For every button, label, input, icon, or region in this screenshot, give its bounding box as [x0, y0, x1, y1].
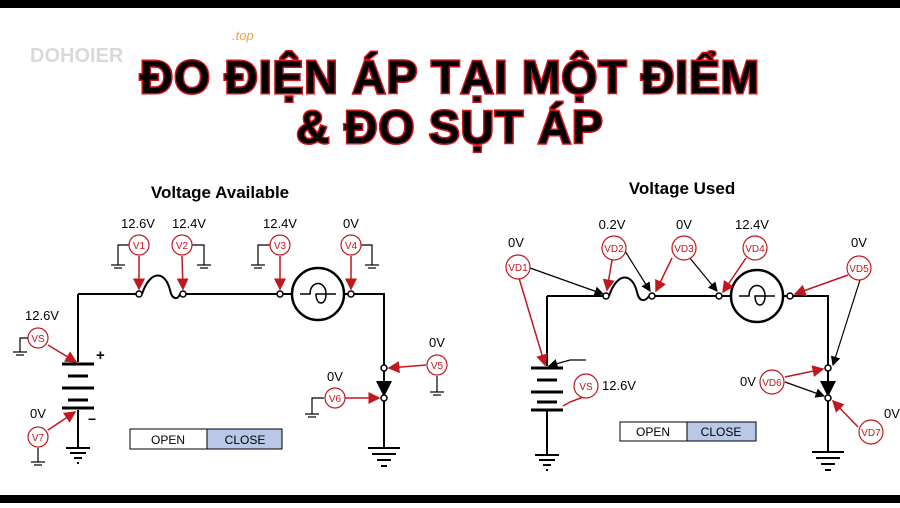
meter-vd1-value: 0V [508, 235, 524, 250]
left-close-button[interactable]: CLOSE [206, 428, 283, 450]
right-close-label: CLOSE [701, 425, 742, 439]
meter-v6[interactable]: V6 [324, 387, 346, 409]
meter-v7-value: 0V [30, 406, 46, 421]
left-terminals [135, 290, 388, 402]
meter-vd4-label: VD4 [745, 244, 765, 255]
meter-vs-right-value: 12.6V [602, 378, 636, 393]
left-ground-symbols [66, 447, 400, 467]
meter-vs-left-value: 12.6V [25, 308, 59, 323]
left-meter-probes [47, 255, 427, 431]
right-ground-symbols [535, 451, 844, 471]
left-heading: Voltage Available [151, 183, 289, 202]
meter-v2-value: 12.4V [172, 216, 206, 231]
watermark-suffix: .top [232, 28, 254, 43]
meter-v5-value: 0V [429, 335, 445, 350]
right-terminals [602, 292, 832, 402]
right-meter-black-leads [529, 250, 861, 398]
bottom-band [0, 495, 900, 503]
right-open-label: OPEN [636, 425, 670, 439]
right-close-button[interactable]: CLOSE [686, 421, 757, 442]
meter-v6-label: V6 [329, 394, 342, 405]
meter-vd6-value: 0V [740, 374, 756, 389]
battery-minus: − [88, 411, 96, 427]
meter-v2-label: V2 [176, 241, 189, 252]
meter-v7-label: V7 [32, 433, 45, 444]
left-wiring [77, 274, 392, 448]
meter-vd5[interactable]: VD5 [846, 255, 872, 281]
meter-v7[interactable]: V7 [27, 426, 49, 448]
meter-v5[interactable]: V5 [426, 354, 448, 376]
battery-plus: + [96, 347, 105, 364]
left-open-label: OPEN [151, 433, 185, 447]
meter-v4[interactable]: V4 [340, 234, 362, 256]
right-battery [531, 366, 563, 412]
meter-vd2-label: VD2 [604, 244, 624, 255]
meter-v6-value: 0V [327, 369, 343, 384]
meter-v5-label: V5 [431, 361, 444, 372]
meter-vd1-label: VD1 [508, 263, 528, 274]
meter-vd1[interactable]: VD1 [505, 254, 531, 280]
meter-v3[interactable]: V3 [269, 234, 291, 256]
title-line-1: ĐO ĐIỆN ÁP TẠI MỘT ĐIỂM [140, 51, 760, 103]
right-open-button[interactable]: OPEN [619, 421, 688, 442]
right-meter-red-leads [518, 257, 859, 428]
left-close-label: CLOSE [225, 433, 266, 447]
watermark: DOHOIER [30, 45, 124, 67]
meter-vd7-value: 0V [884, 406, 900, 421]
meter-vs-left[interactable]: VS [27, 327, 49, 349]
meter-vd5-label: VD5 [849, 264, 869, 275]
meter-v3-value: 12.4V [263, 216, 297, 231]
meter-vd5-value: 0V [851, 235, 867, 250]
meter-vd2-value: 0.2V [599, 217, 626, 232]
meter-vs-right-label: VS [579, 382, 593, 393]
meter-v3-label: V3 [274, 241, 287, 252]
meter-v1-label: V1 [133, 241, 146, 252]
meter-vd3-label: VD3 [674, 244, 694, 255]
meter-vd3[interactable]: VD3 [671, 235, 697, 261]
title-line-2: & ĐO SỤT ÁP [296, 101, 603, 153]
meter-vd7-label: VD7 [861, 428, 881, 439]
left-meter-grounds [13, 244, 444, 466]
meter-vd6[interactable]: VD6 [759, 369, 785, 395]
meter-v1[interactable]: V1 [128, 234, 150, 256]
meter-v4-value: 0V [343, 216, 359, 231]
meter-v1-value: 12.6V [121, 216, 155, 231]
left-open-button[interactable]: OPEN [129, 428, 208, 450]
right-lamp [729, 268, 785, 324]
meter-vd3-value: 0V [676, 217, 692, 232]
meter-vd6-label: VD6 [762, 378, 782, 389]
meter-v2[interactable]: V2 [171, 234, 193, 256]
left-battery [62, 362, 94, 410]
top-band [0, 0, 900, 8]
meter-vs-left-label: VS [31, 334, 45, 345]
meter-vd7[interactable]: VD7 [858, 419, 884, 445]
meter-vd4-value: 12.4V [735, 217, 769, 232]
left-lamp [290, 266, 346, 322]
meter-vd2[interactable]: VD2 [601, 235, 627, 261]
meter-vs-right[interactable]: VS [573, 373, 599, 399]
meter-vd4[interactable]: VD4 [742, 235, 768, 261]
meter-v4-label: V4 [345, 241, 358, 252]
right-heading: Voltage Used [629, 179, 735, 198]
